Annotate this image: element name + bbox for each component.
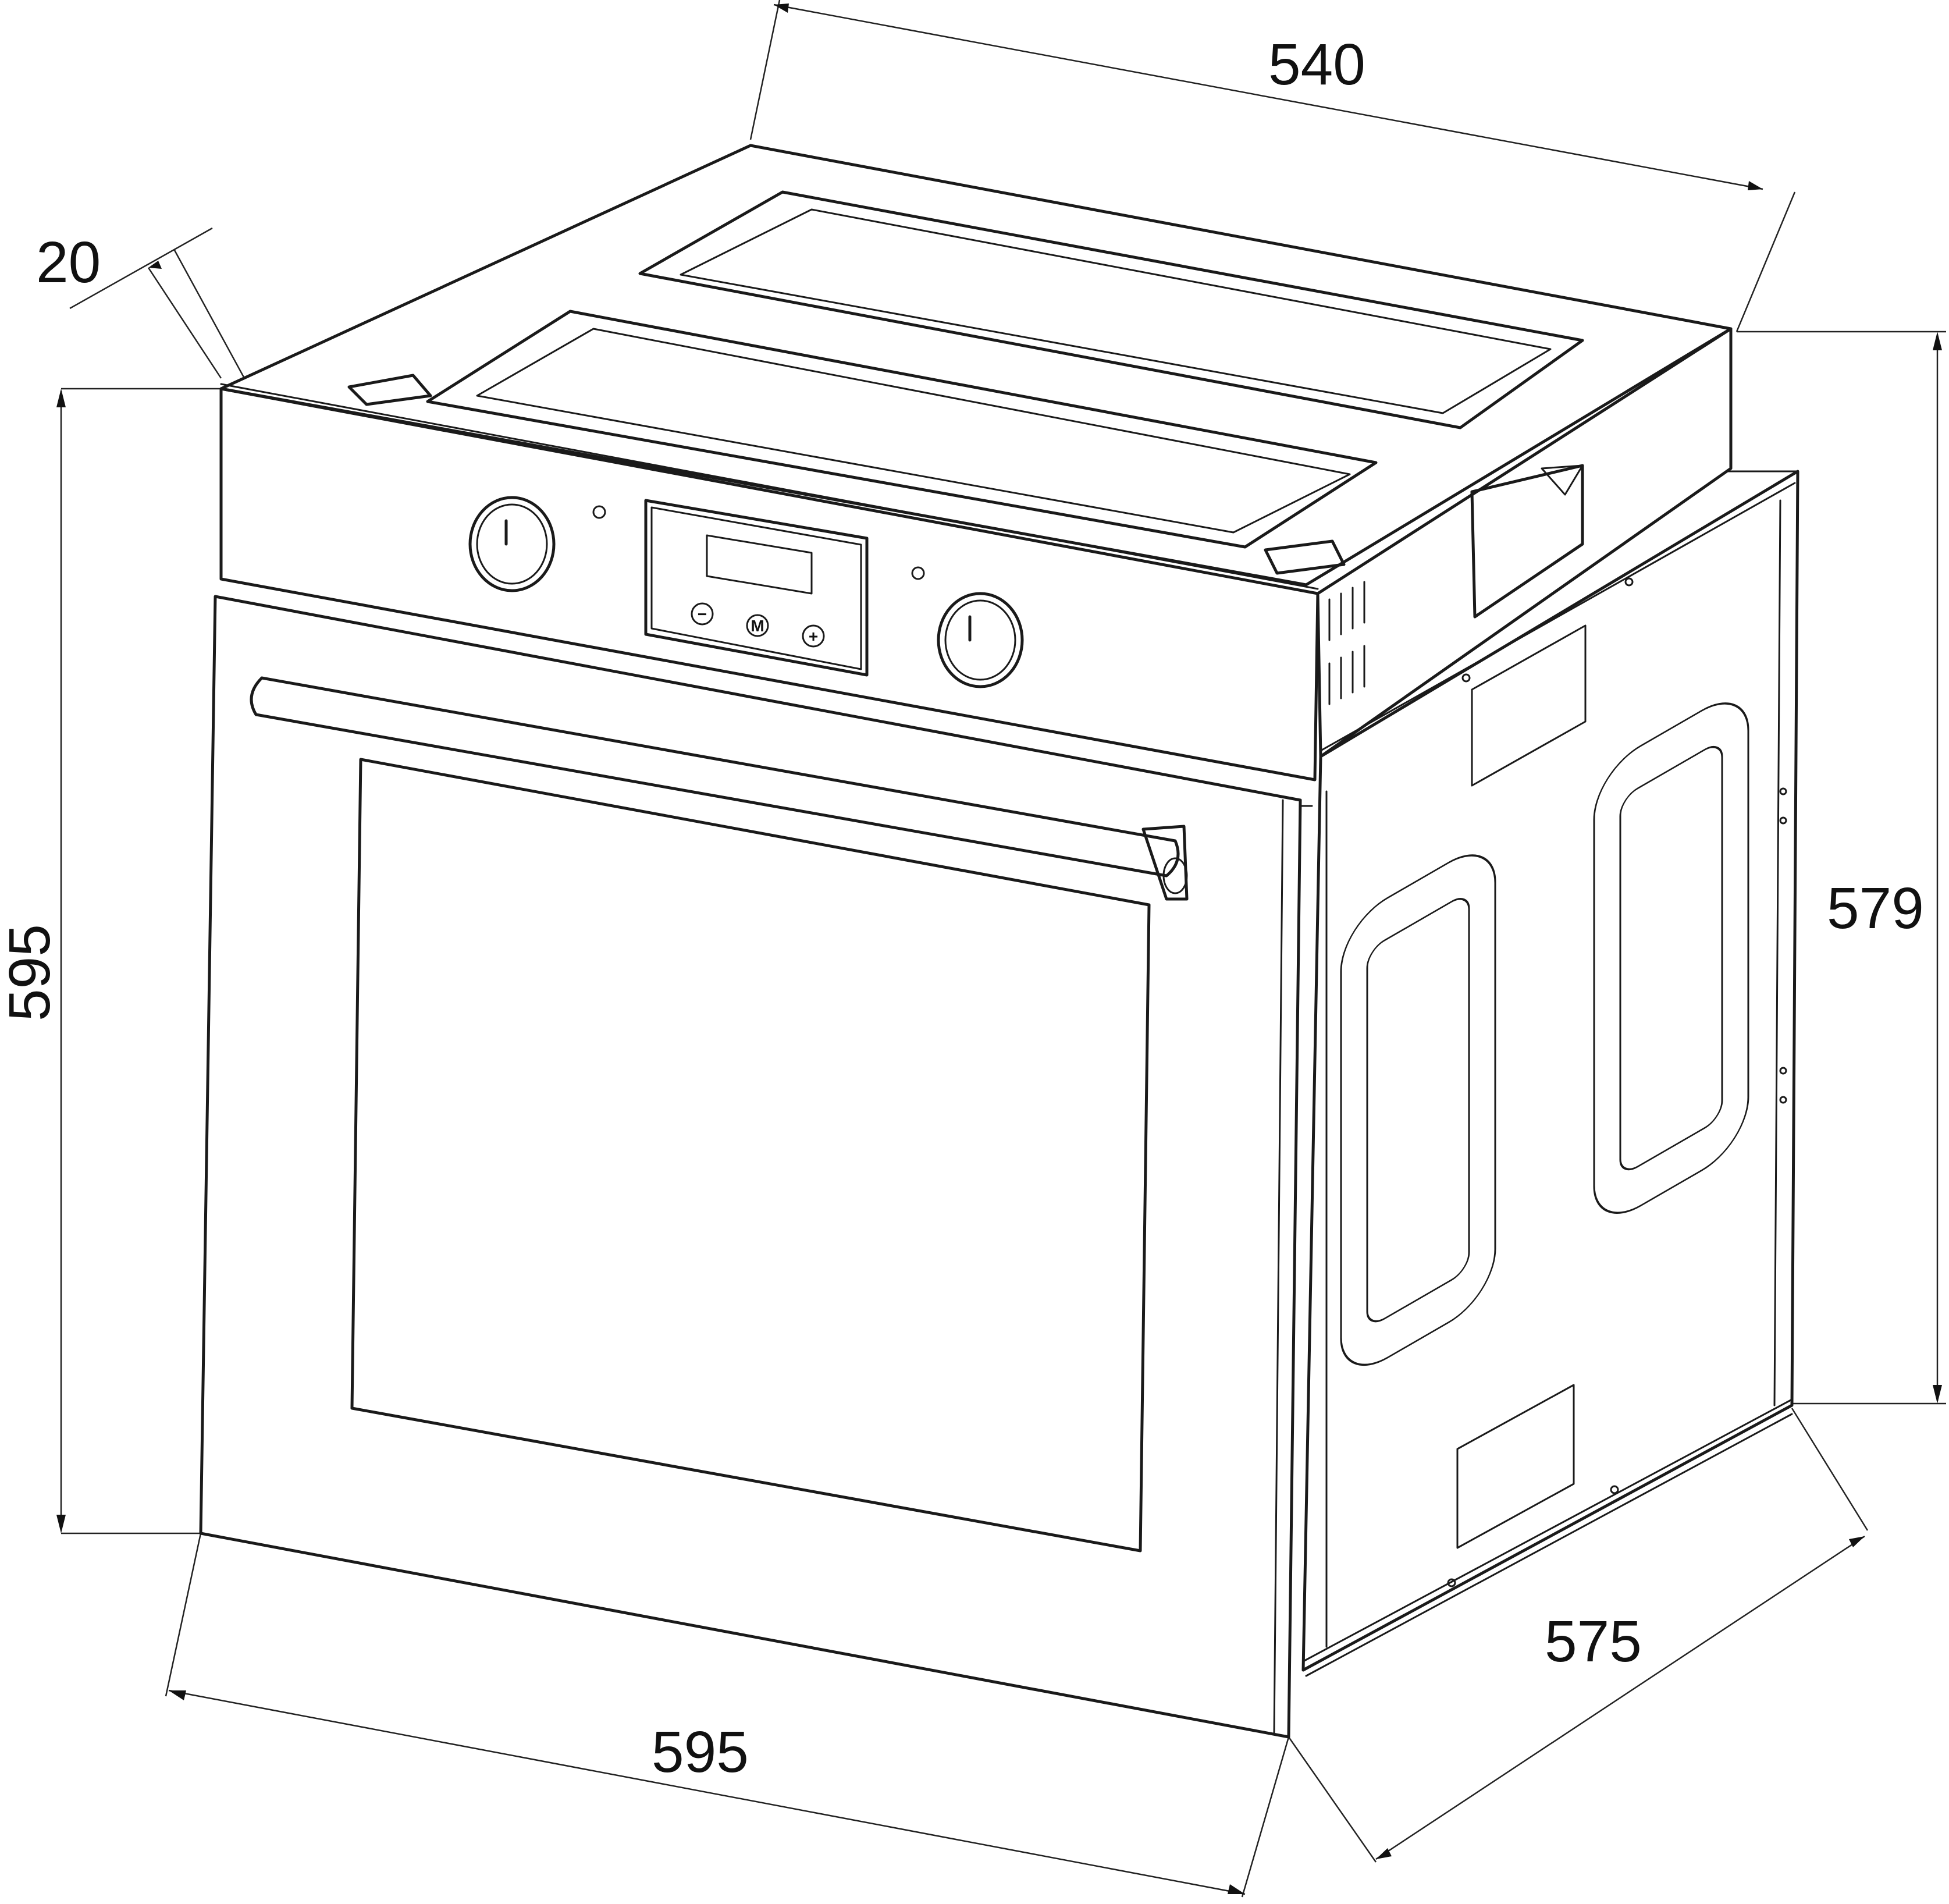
minus-button[interactable]: − <box>691 602 714 626</box>
indicator-light-left <box>592 505 606 519</box>
door-outline <box>199 595 1302 1739</box>
vent-slots <box>1328 581 1365 705</box>
mode-button[interactable]: M <box>746 614 769 637</box>
display-module <box>644 499 869 677</box>
dimension-label-front-height: 595 <box>0 924 62 1021</box>
top-surface <box>219 144 1733 587</box>
dimension-label-top-depth: 540 <box>1268 32 1365 97</box>
dimension-lines <box>56 0 1946 1898</box>
side-cutout-left <box>1340 854 1496 1366</box>
top-panel-back <box>638 190 1584 429</box>
display-screen <box>706 534 813 595</box>
dimension-label-body-height: 579 <box>1827 876 1924 941</box>
svg-text:−: − <box>698 605 707 623</box>
door-handle[interactable] <box>250 676 1189 901</box>
oven-body <box>219 144 1799 1677</box>
left-knob[interactable] <box>468 496 556 592</box>
svg-text:+: + <box>809 627 818 645</box>
side-cutout-right <box>1593 702 1749 1214</box>
dimension-label-front-frame: 20 <box>36 230 101 295</box>
door-window[interactable] <box>350 758 1151 1553</box>
right-knob[interactable] <box>937 592 1024 688</box>
dimension-label-front-width: 595 <box>652 1720 749 1785</box>
plus-button[interactable]: + <box>802 624 825 648</box>
dimension-label-body-depth: 575 <box>1545 1609 1642 1674</box>
control-fascia <box>219 387 1320 782</box>
side-body <box>1301 470 1799 1672</box>
indicator-light-right <box>911 566 925 580</box>
svg-text:M: M <box>751 617 764 635</box>
top-panel-front <box>426 310 1378 549</box>
oven-door <box>199 595 1313 1739</box>
control-panel: − M + <box>468 496 1024 688</box>
